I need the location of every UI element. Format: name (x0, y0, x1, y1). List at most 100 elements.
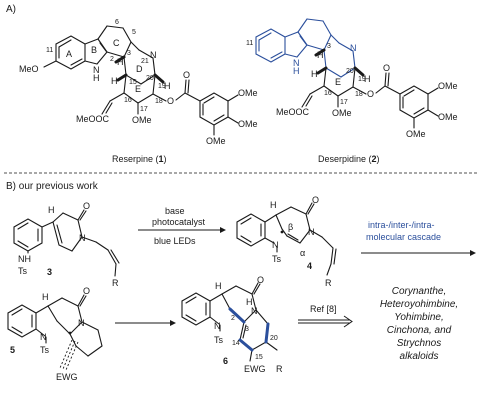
nh-label: N (293, 58, 300, 68)
atom-number: 18 (155, 98, 163, 105)
new-bond (264, 322, 270, 344)
compound-number: 6 (223, 356, 228, 366)
alpha-label: α (300, 248, 305, 258)
beta-label: β (288, 222, 293, 232)
oxygen-label: O (83, 286, 90, 296)
oxygen-label: O (367, 89, 374, 99)
reserpine-structure (43, 25, 239, 136)
arrow-head (220, 227, 226, 233)
radical-dot (68, 331, 72, 335)
h-label: H (164, 81, 171, 91)
h-label: H (42, 292, 49, 302)
section-a-label: A) (6, 4, 16, 15)
ts-label: Ts (40, 345, 50, 355)
atom-number: 16 (324, 90, 332, 97)
atom-number: 20 (346, 68, 354, 75)
atom-number: 14 (232, 340, 240, 347)
h-label: H (293, 66, 300, 76)
methoxy-label: OMe (132, 115, 152, 125)
ester-label: MeOOC (76, 114, 110, 124)
compound-name: Reserpine (1) (112, 154, 167, 164)
compound-4-structure (236, 202, 337, 276)
methoxy-label: OMe (238, 119, 258, 129)
atom-number: 21 (141, 58, 149, 65)
ring-label: D (136, 64, 143, 74)
n-label: N (79, 233, 86, 243)
oxygen-label: O (183, 70, 190, 80)
arrow-head (343, 315, 353, 328)
atom-number: 3 (327, 43, 331, 50)
n-label: N (350, 43, 357, 53)
n-label: N (40, 332, 47, 342)
h-label: H (48, 205, 55, 215)
n-label: N (308, 227, 315, 237)
atom-number: 6 (115, 19, 119, 26)
h-label: H (246, 297, 253, 307)
methoxy-label: OMe (438, 112, 458, 122)
oxygen-label: O (167, 96, 174, 106)
target-item: alkaloids (400, 351, 439, 362)
condition-label: blue LEDs (154, 236, 196, 246)
target-item: Yohimbine, (394, 312, 443, 323)
h-label: H (364, 74, 371, 84)
target-item: Corynanthe, (392, 286, 446, 297)
n-label: N (150, 50, 157, 60)
atom-number: 17 (140, 106, 148, 113)
h-label: H (311, 69, 318, 79)
new-bond (238, 338, 254, 352)
target-item: Cinchona, and (387, 325, 452, 336)
methoxy-label: OMe (238, 88, 258, 98)
atom-number: 18 (355, 91, 363, 98)
section-b-label: B) our previous work (6, 181, 99, 192)
compound-5-structure (7, 294, 103, 357)
ring-label: A (66, 49, 72, 59)
r-label: R (276, 364, 283, 374)
compound-3-structure (13, 209, 120, 277)
nh-label: N (93, 65, 100, 75)
atom-number: 17 (340, 99, 348, 106)
oxygen-label: O (257, 275, 264, 285)
compound-number: 4 (307, 261, 312, 271)
methoxy-label: OMe (332, 108, 352, 118)
atom-number: 3 (127, 50, 131, 57)
arrow-head (170, 320, 176, 326)
atom-number: 16 (124, 97, 132, 104)
r-label: R (325, 278, 332, 288)
methoxy-label: OMe (406, 129, 426, 139)
condition-label: molecular cascade (366, 232, 441, 242)
atom-number: 19 (158, 83, 166, 90)
methoxy-label: OMe (438, 81, 458, 91)
atom-number: 15 (129, 79, 137, 86)
n-label: N (272, 240, 279, 250)
arrow-head (470, 250, 476, 256)
reagent-label: base (165, 206, 185, 216)
oxygen-label: O (83, 201, 90, 211)
condition-label: intra-/inter-/intra- (368, 220, 435, 230)
ring-label: E (135, 84, 141, 94)
atom-number: 5 (132, 29, 136, 36)
dashed-bond (59, 339, 73, 369)
radical-dot (280, 230, 284, 234)
h-label: H (117, 57, 124, 67)
n-label: N (251, 306, 258, 316)
ring-label: B (91, 45, 97, 55)
ts-label: Ts (214, 335, 224, 345)
compound-name: Deserpidine (2) (318, 154, 380, 164)
oxygen-label: O (312, 195, 319, 205)
h-label: H (215, 281, 222, 291)
atom-number: 11 (46, 47, 53, 54)
compound-6-structure (181, 282, 278, 362)
ts-label: Ts (272, 254, 282, 264)
ewg-label: EWG (56, 372, 78, 382)
methoxy-label: OMe (206, 136, 226, 146)
target-item: Heteroyohimbine, (380, 299, 458, 310)
target-alkaloids: Corynanthe, Heteroyohimbine, Yohimbine, … (380, 286, 458, 362)
n-label: N (214, 321, 221, 331)
atom-number: 19 (358, 76, 366, 83)
ts-label: Ts (18, 266, 28, 276)
reagent-label: photocatalyst (152, 217, 206, 227)
r-label: R (112, 278, 119, 288)
reference-label: Ref [8] (310, 304, 337, 314)
atom-number: 15 (255, 354, 263, 361)
